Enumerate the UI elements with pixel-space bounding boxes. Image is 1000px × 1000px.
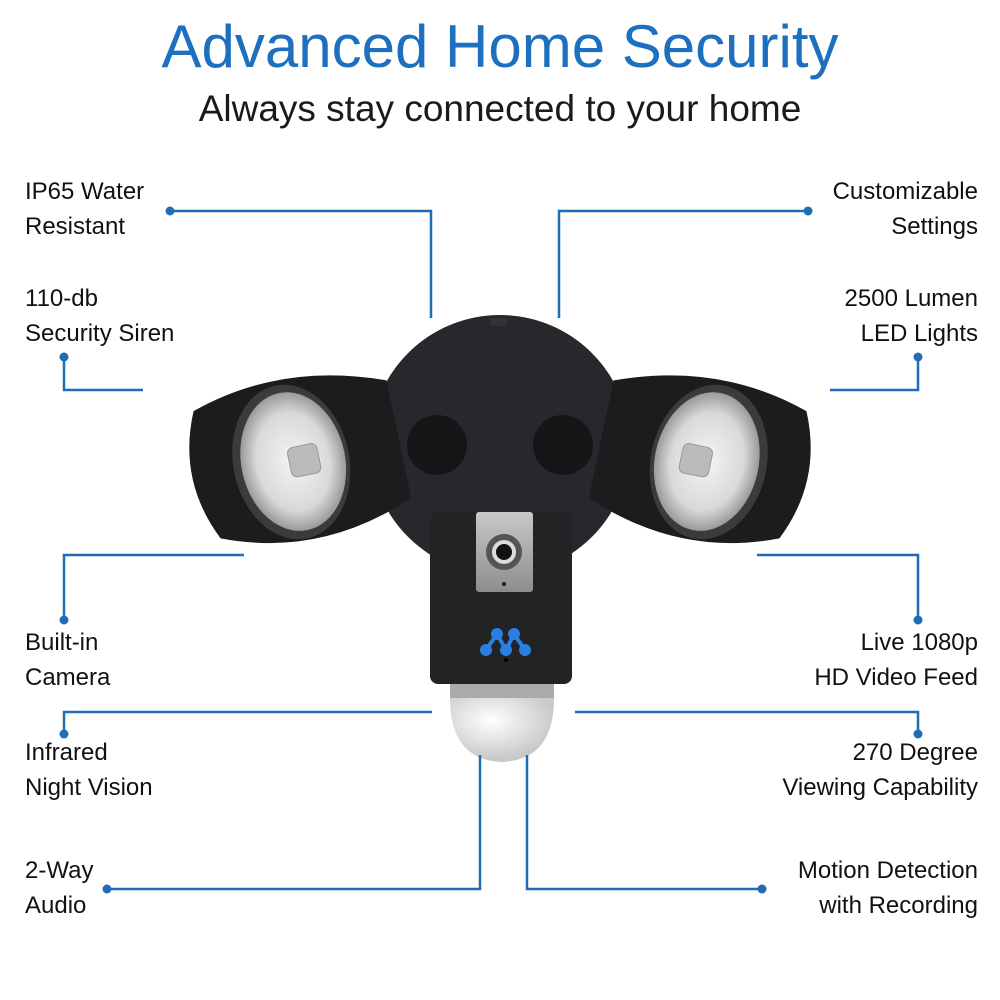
feature-line: Built-in xyxy=(25,629,99,656)
callout-lines xyxy=(62,209,920,891)
feature-led-lights: 2500 Lumen LED Lights xyxy=(845,281,978,351)
page-subtitle: Always stay connected to your home xyxy=(198,88,802,129)
feature-settings: Customizable Settings xyxy=(833,174,978,244)
feature-water-resistant: IP65 Water Resistant xyxy=(25,174,144,244)
feature-night-vision: Infrared Night Vision xyxy=(25,735,153,805)
feature-line: 110-db xyxy=(25,285,98,312)
feature-line: Camera xyxy=(25,664,111,691)
feature-siren: 110-db Security Siren xyxy=(25,281,174,351)
feature-line: Security Siren xyxy=(25,320,175,347)
feature-line: LED Lights xyxy=(860,320,978,347)
feature-line: Settings xyxy=(891,213,978,240)
feature-line: Live 1080p xyxy=(860,629,978,656)
feature-video-feed: Live 1080p HD Video Feed xyxy=(814,625,978,695)
feature-line: Night Vision xyxy=(25,774,153,801)
floodlight-camera-image xyxy=(189,315,811,762)
feature-line: Infrared xyxy=(25,739,108,766)
brand-logo-icon xyxy=(480,628,531,656)
feature-motion-detection: Motion Detection with Recording xyxy=(798,853,978,923)
feature-line: 2500 Lumen xyxy=(844,285,978,312)
feature-line: Motion Detection xyxy=(797,857,978,884)
callout-dots xyxy=(59,206,923,894)
feature-line: 2-Way xyxy=(25,857,94,884)
feature-line: 270 Degree xyxy=(852,739,978,766)
feature-line: IP65 Water xyxy=(25,178,145,205)
feature-line: Audio xyxy=(25,892,87,919)
feature-line: Resistant xyxy=(25,213,126,240)
feature-audio: 2-Way Audio xyxy=(25,853,93,923)
feature-line: HD Video Feed xyxy=(814,664,978,691)
page-title: Advanced Home Security xyxy=(161,13,839,80)
feature-viewing-angle: 270 Degree Viewing Capability xyxy=(782,735,978,805)
feature-camera: Built-in Camera xyxy=(25,625,110,695)
feature-line: Customizable xyxy=(832,178,978,205)
feature-line: with Recording xyxy=(819,892,978,919)
feature-line: Viewing Capability xyxy=(782,774,978,801)
